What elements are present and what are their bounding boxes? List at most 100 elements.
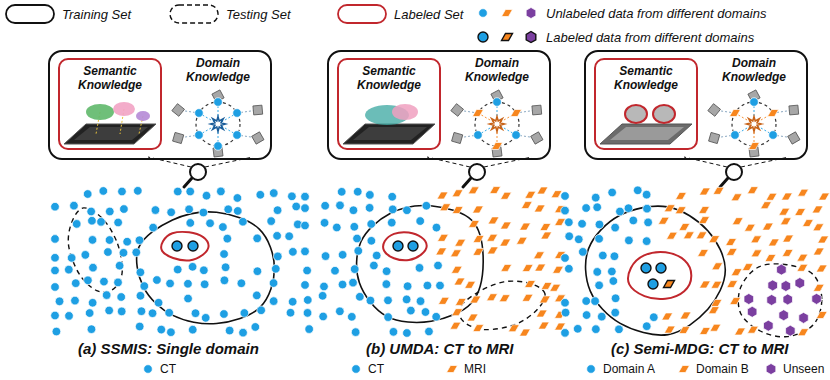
data-point: [522, 265, 533, 272]
data-point: [699, 217, 710, 224]
data-point: [450, 322, 461, 329]
data-point: [609, 277, 618, 286]
data-point: [336, 201, 345, 210]
data-point: [744, 294, 754, 305]
data-point: [166, 279, 175, 288]
data-point: [421, 308, 430, 317]
data-point: [289, 248, 298, 257]
data-point: [214, 98, 223, 107]
data-point: [239, 217, 248, 226]
data-point: [320, 282, 329, 291]
data-point: [285, 232, 294, 241]
magnifier-lens: [726, 164, 742, 180]
image-tile: [709, 132, 720, 143]
data-point: [115, 261, 124, 270]
data-point: [140, 282, 149, 291]
data-point: [493, 98, 502, 107]
data-point: [747, 326, 758, 333]
data-point: [526, 8, 536, 19]
data-point: [768, 239, 779, 246]
data-point: [537, 187, 548, 194]
data-point: [321, 201, 330, 210]
data-point: [388, 205, 397, 214]
data-point: [151, 206, 160, 215]
legend-swatch: [474, 27, 540, 47]
data-point: [766, 364, 776, 375]
data-point: [666, 232, 677, 239]
data-point: [117, 293, 126, 302]
testing-set-outline: [454, 272, 551, 338]
legend-text: Domain A: [603, 362, 655, 376]
data-point: [502, 10, 513, 17]
legend-swatch: [446, 363, 458, 375]
data-point: [595, 220, 604, 229]
data-point: [519, 329, 530, 336]
data-point: [781, 281, 791, 292]
data-point: [55, 297, 64, 306]
data-point: [591, 193, 600, 202]
data-point: [726, 248, 737, 255]
data-point: [760, 202, 771, 209]
data-point: [51, 266, 60, 275]
organ-shape: [653, 105, 675, 123]
data-point: [403, 206, 412, 215]
legend-item: Domain A: [585, 362, 655, 376]
data-point: [219, 223, 228, 232]
data-point: [699, 206, 710, 213]
data-point: [541, 282, 552, 289]
legend-text: Unseen: [783, 362, 824, 376]
organ-shape: [113, 102, 135, 116]
data-point: [812, 206, 823, 213]
data-point: [202, 191, 211, 200]
data-point: [451, 266, 462, 273]
data-point: [87, 325, 96, 334]
data-point: [437, 234, 448, 241]
data-point: [780, 218, 791, 225]
testing-set-outline: [738, 264, 822, 337]
data-point: [779, 310, 789, 321]
data-point: [582, 297, 591, 306]
data-point: [64, 265, 73, 274]
data-point: [286, 308, 295, 317]
data-point: [214, 142, 223, 151]
image-tile: [789, 105, 799, 115]
data-point: [387, 218, 396, 227]
data-point: [51, 202, 60, 211]
data-point: [555, 219, 566, 226]
data-point: [253, 267, 262, 276]
data-point: [269, 297, 278, 306]
image-tile: [788, 132, 800, 144]
data-point: [452, 190, 463, 197]
data-point: [200, 280, 209, 289]
semantic-title: Semantic Knowledge: [598, 64, 694, 92]
data-point: [354, 247, 363, 256]
data-point: [224, 205, 233, 214]
data-point: [765, 254, 776, 261]
data-point: [51, 235, 60, 244]
data-point: [70, 201, 79, 210]
data-point: [370, 261, 379, 270]
data-point: [422, 201, 431, 210]
image-tile: [532, 105, 542, 115]
legend-swatch: [336, 3, 388, 25]
data-point: [479, 9, 488, 18]
data-point: [372, 251, 381, 260]
data-point: [798, 329, 809, 336]
data-point: [223, 234, 232, 243]
data-point: [749, 143, 760, 150]
data-point: [257, 306, 266, 315]
data-point: [301, 204, 310, 213]
legend-outline: [170, 5, 218, 23]
data-point: [624, 204, 633, 213]
knowledge-panel: Domain KnowledgeSemantic Knowledge: [48, 50, 272, 160]
data-point: [744, 224, 755, 231]
data-point: [67, 254, 76, 263]
data-point: [105, 207, 114, 216]
legend-outline: [338, 5, 386, 23]
data-point: [468, 220, 479, 227]
domain-title: Domain Knowledge: [704, 56, 804, 84]
data-point: [729, 110, 740, 117]
magnifier-lens: [469, 164, 485, 180]
data-point: [301, 281, 310, 290]
